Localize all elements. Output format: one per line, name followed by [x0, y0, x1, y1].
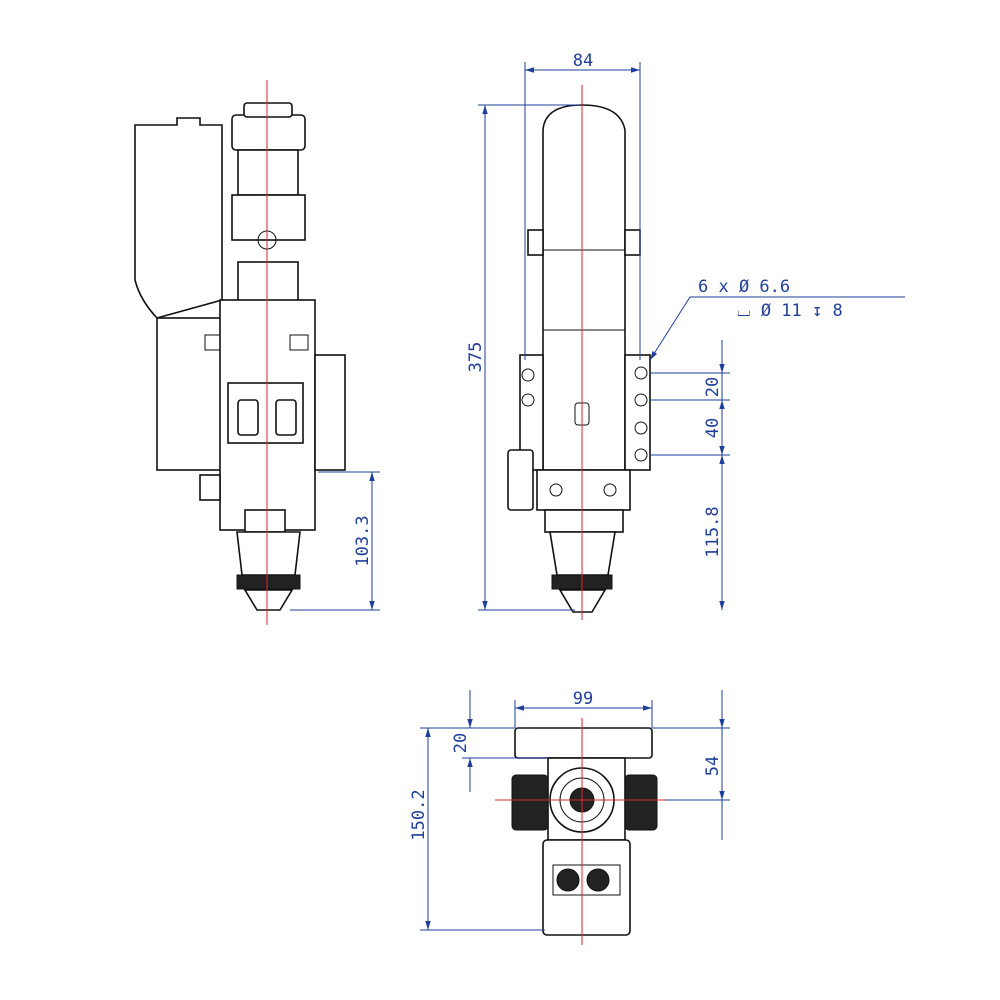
dim-hole-spacing-20: 20 — [703, 377, 723, 397]
side-housing — [134, 117, 223, 319]
dim-center-offset: 54 — [703, 756, 723, 776]
hole-callout: 6 x Ø 6.6 — [698, 277, 790, 297]
counterbore-callout: ⌴ Ø 11 ↧ 8 — [737, 301, 843, 321]
dim-top-depth: 150.2 — [409, 789, 429, 840]
top-flange — [514, 727, 653, 759]
dim-hole-spacing-40: 40 — [703, 418, 723, 438]
top-view: 99 20 150.2 54 — [409, 689, 730, 945]
dim-side-nozzle-height: 103.3 — [353, 515, 373, 566]
dim-front-width: 84 — [573, 51, 593, 71]
dim-total-height: 375 — [466, 342, 486, 373]
dim-top-width: 99 — [573, 689, 593, 709]
dim-front-nozzle-height: 115.8 — [703, 506, 723, 557]
side-view: 103.3 — [134, 80, 380, 625]
dim-flange-thickness: 20 — [451, 733, 471, 753]
front-main-body — [542, 104, 626, 471]
front-view: 84 375 6 x Ø 6.6 ⌴ Ø 11 ↧ 8 20 40 115.8 — [466, 51, 905, 620]
side-box — [156, 317, 223, 471]
